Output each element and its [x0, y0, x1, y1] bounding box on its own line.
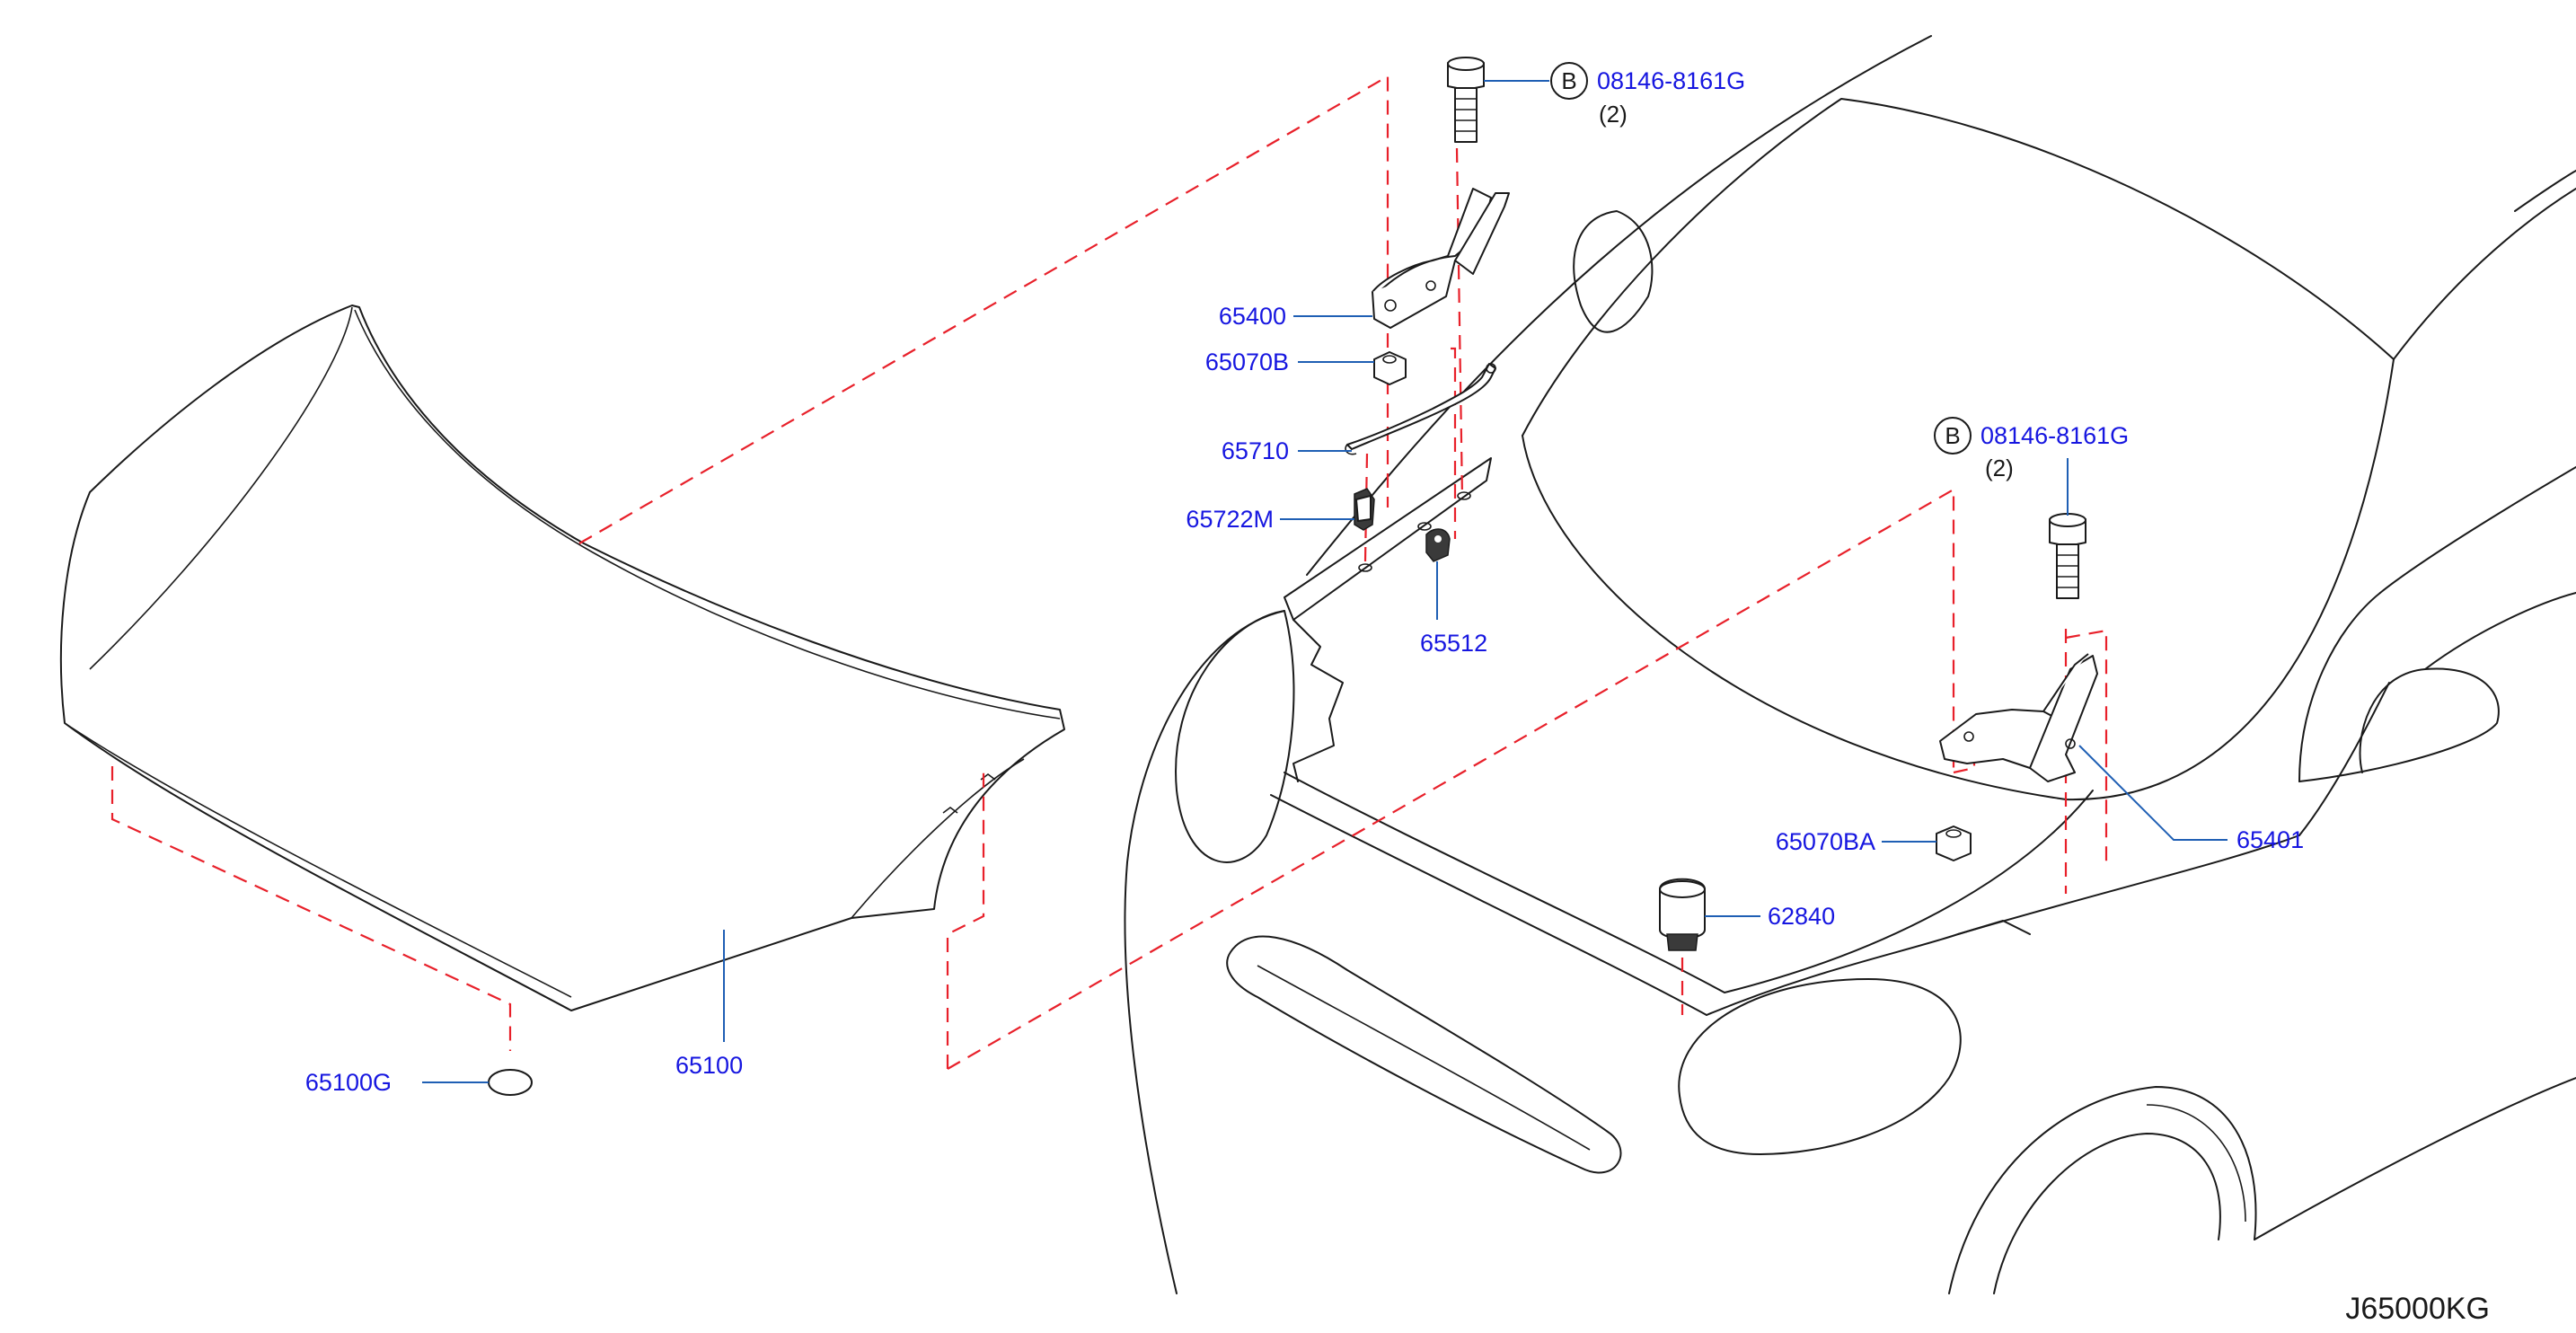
hood-hinge-right — [1939, 653, 2098, 782]
hood-rod-clip — [1354, 488, 1375, 531]
badge-letter-right: B — [1945, 422, 1960, 449]
hood-bumper-rubber — [1659, 878, 1706, 951]
label-support-rod[interactable]: 65710 — [1222, 437, 1289, 464]
label-grommet[interactable]: 65100G — [305, 1069, 392, 1096]
qty-bolt-right: (2) — [1985, 455, 2014, 481]
hood-hinge-left — [1372, 188, 1510, 329]
hood-panel-drawing — [59, 305, 1065, 1011]
label-bumper-rubber[interactable]: 62840 — [1768, 903, 1835, 930]
hood-support-rod — [1345, 363, 1496, 455]
label-hinge-right[interactable]: 65401 — [2236, 826, 2304, 853]
label-nut-left[interactable]: 65070B — [1205, 349, 1289, 375]
label-bolt-right[interactable]: 08146-8161G — [1981, 422, 2129, 449]
label-bolt-top[interactable]: 08146-8161G — [1597, 67, 1745, 94]
part-labels: 08146-8161G (2) 65400 65070B 65710 65722… — [305, 67, 2304, 1096]
badge-letter-top: B — [1561, 67, 1576, 94]
qty-bolt-top: (2) — [1599, 101, 1628, 128]
callout-leaders — [422, 80, 2228, 1083]
diagram-code: J65000KG — [2345, 1292, 2490, 1326]
hood-hinge-bolt-top — [1447, 57, 1485, 143]
vehicle-front-body — [1124, 35, 2576, 1294]
hood-nut-right — [1936, 825, 1972, 861]
bolt-badge-top: B — [1550, 62, 1588, 100]
hood-hinge-bolt-right — [2049, 513, 2086, 599]
bolt-badge-right: B — [1934, 417, 1972, 455]
hood-grommet — [488, 1069, 533, 1096]
label-hinge-left[interactable]: 65400 — [1219, 303, 1286, 330]
hood-nut-left — [1373, 351, 1407, 385]
hood-rod-holder — [1425, 528, 1451, 562]
label-rod-holder[interactable]: 65512 — [1420, 630, 1487, 657]
label-hood-panel[interactable]: 65100 — [675, 1052, 743, 1079]
label-rod-clip[interactable]: 65722M — [1186, 506, 1274, 533]
label-nut-right[interactable]: 65070BA — [1776, 828, 1875, 855]
